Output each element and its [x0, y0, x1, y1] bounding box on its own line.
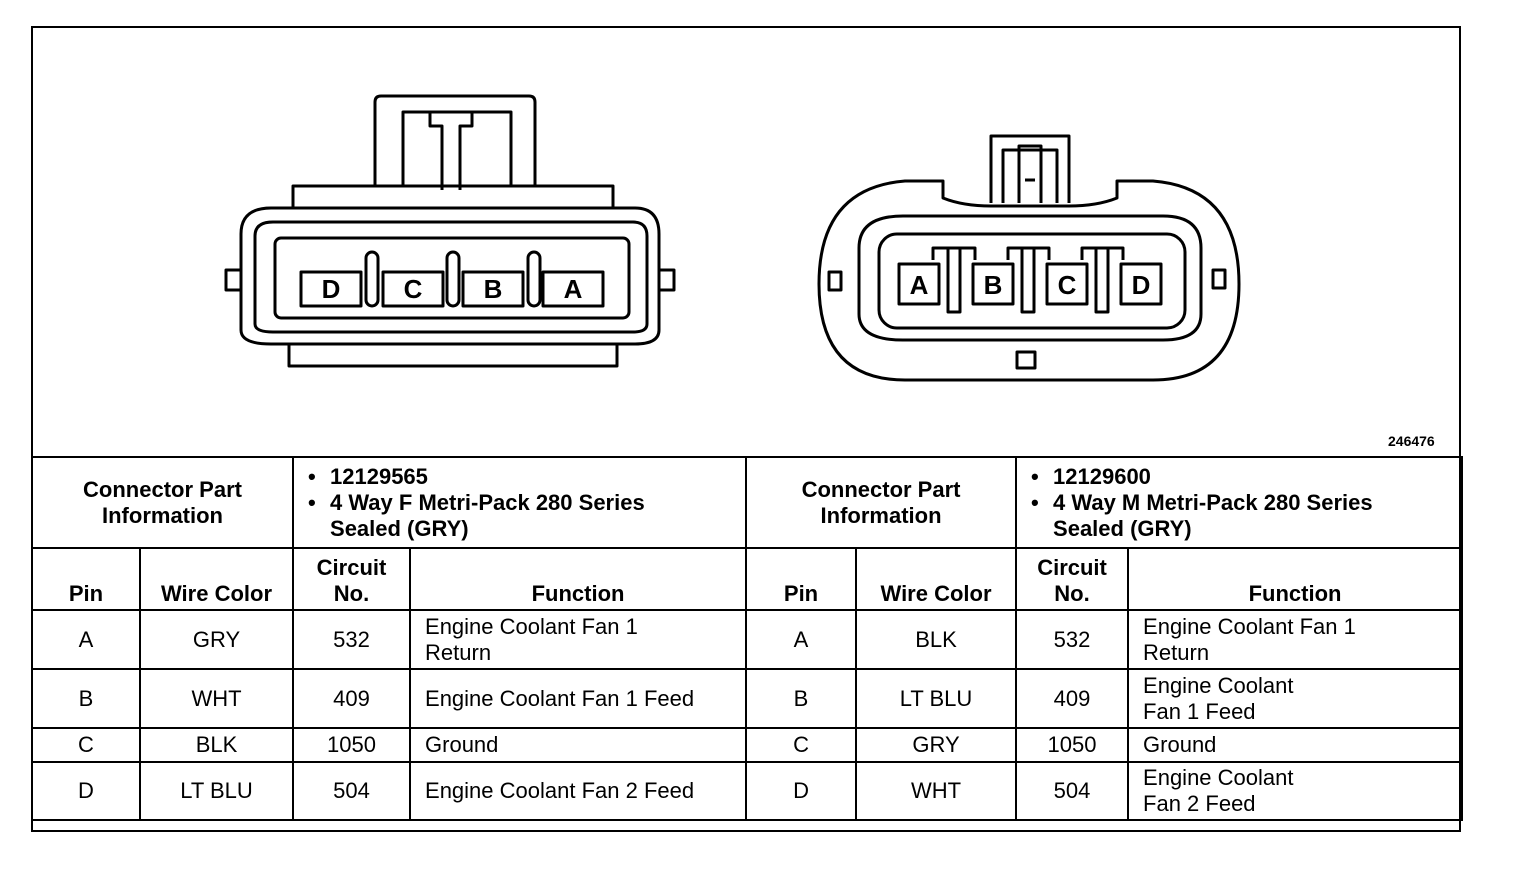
right-connector-drawing — [817, 134, 1241, 382]
connector-diagram: D C B A A B C D — [224, 94, 1241, 382]
left-part-info: •12129565 •4 Way F Metri-Pack 280 Series… — [292, 456, 748, 549]
right-pin-label: A — [910, 270, 929, 300]
col-pin: Pin — [31, 547, 141, 611]
circuit-cell: 409 — [292, 668, 412, 729]
circuit-cell: 532 — [1015, 609, 1130, 670]
right-part-info: •12129600 •4 Way M Metri-Pack 280 Series… — [1015, 456, 1464, 549]
circuit-cell: 504 — [292, 761, 412, 821]
wire-color-cell: GRY — [138, 609, 295, 670]
function-cell: Ground — [409, 727, 748, 763]
figure-id: 246476 — [1388, 433, 1435, 449]
col-function: Function — [409, 547, 748, 611]
pin-cell: D — [745, 761, 858, 821]
left-pin-label: A — [564, 274, 583, 304]
left-description-line: 4 Way F Metri-Pack 280 Series — [330, 489, 645, 515]
circuit-cell: 504 — [1015, 761, 1130, 821]
left-part-number: 12129565 — [330, 463, 428, 489]
circuit-cell: 1050 — [1015, 727, 1130, 763]
right-pin-label: B — [984, 270, 1003, 300]
left-pin-label: B — [484, 274, 503, 304]
col-pin: Pin — [745, 547, 858, 611]
right-description-line: Sealed (GRY) — [1053, 515, 1192, 541]
pin-cell: B — [745, 668, 858, 729]
left-description-line: Sealed (GRY) — [330, 515, 469, 541]
left-connector-drawing — [224, 94, 676, 368]
left-pin-label: C — [404, 274, 423, 304]
circuit-cell: 409 — [1015, 668, 1130, 729]
pin-cell: C — [31, 727, 141, 763]
circuit-cell: 532 — [292, 609, 412, 670]
left-part-info-label: Connector Part Information — [30, 456, 295, 549]
pin-cell: A — [745, 609, 858, 670]
pin-cell: B — [31, 668, 141, 729]
function-cell: Engine Coolant Fan 2 Feed — [409, 761, 748, 821]
function-cell: Engine Coolant Fan 1 Feed — [409, 668, 748, 729]
right-pin-label: C — [1058, 270, 1077, 300]
right-part-number: 12129600 — [1053, 463, 1151, 489]
col-wire-color: Wire Color — [138, 547, 295, 611]
right-pin-label: D — [1132, 270, 1151, 300]
diagram-frame: D C B A A B C D — [31, 26, 1461, 832]
col-function: Function — [1127, 547, 1464, 611]
pin-table: Connector Part Information •12129565 •4 … — [30, 456, 1464, 821]
wire-color-cell: BLK — [138, 727, 295, 763]
wire-color-cell: LT BLU — [138, 761, 295, 821]
wire-color-cell: WHT — [138, 668, 295, 729]
wire-color-cell: WHT — [855, 761, 1018, 821]
right-part-info-label: Connector Part Information — [745, 456, 1018, 549]
wire-color-cell: BLK — [855, 609, 1018, 670]
col-wire-color: Wire Color — [855, 547, 1018, 611]
pin-cell: D — [31, 761, 141, 821]
table-row: D LT BLU 504 Engine Coolant Fan 2 Feed D… — [31, 761, 1464, 821]
wire-color-cell: LT BLU — [855, 668, 1018, 729]
circuit-cell: 1050 — [292, 727, 412, 763]
right-description-line: 4 Way M Metri-Pack 280 Series — [1053, 489, 1373, 515]
wire-color-cell: GRY — [855, 727, 1018, 763]
table-row: C BLK 1050 Ground C GRY 1050 Ground — [31, 727, 1464, 763]
table-row: B WHT 409 Engine Coolant Fan 1 Feed B LT… — [31, 668, 1464, 729]
function-cell: Ground — [1127, 727, 1464, 763]
left-pin-label: D — [322, 274, 341, 304]
pin-cell: A — [31, 609, 141, 670]
pin-cell: C — [745, 727, 858, 763]
